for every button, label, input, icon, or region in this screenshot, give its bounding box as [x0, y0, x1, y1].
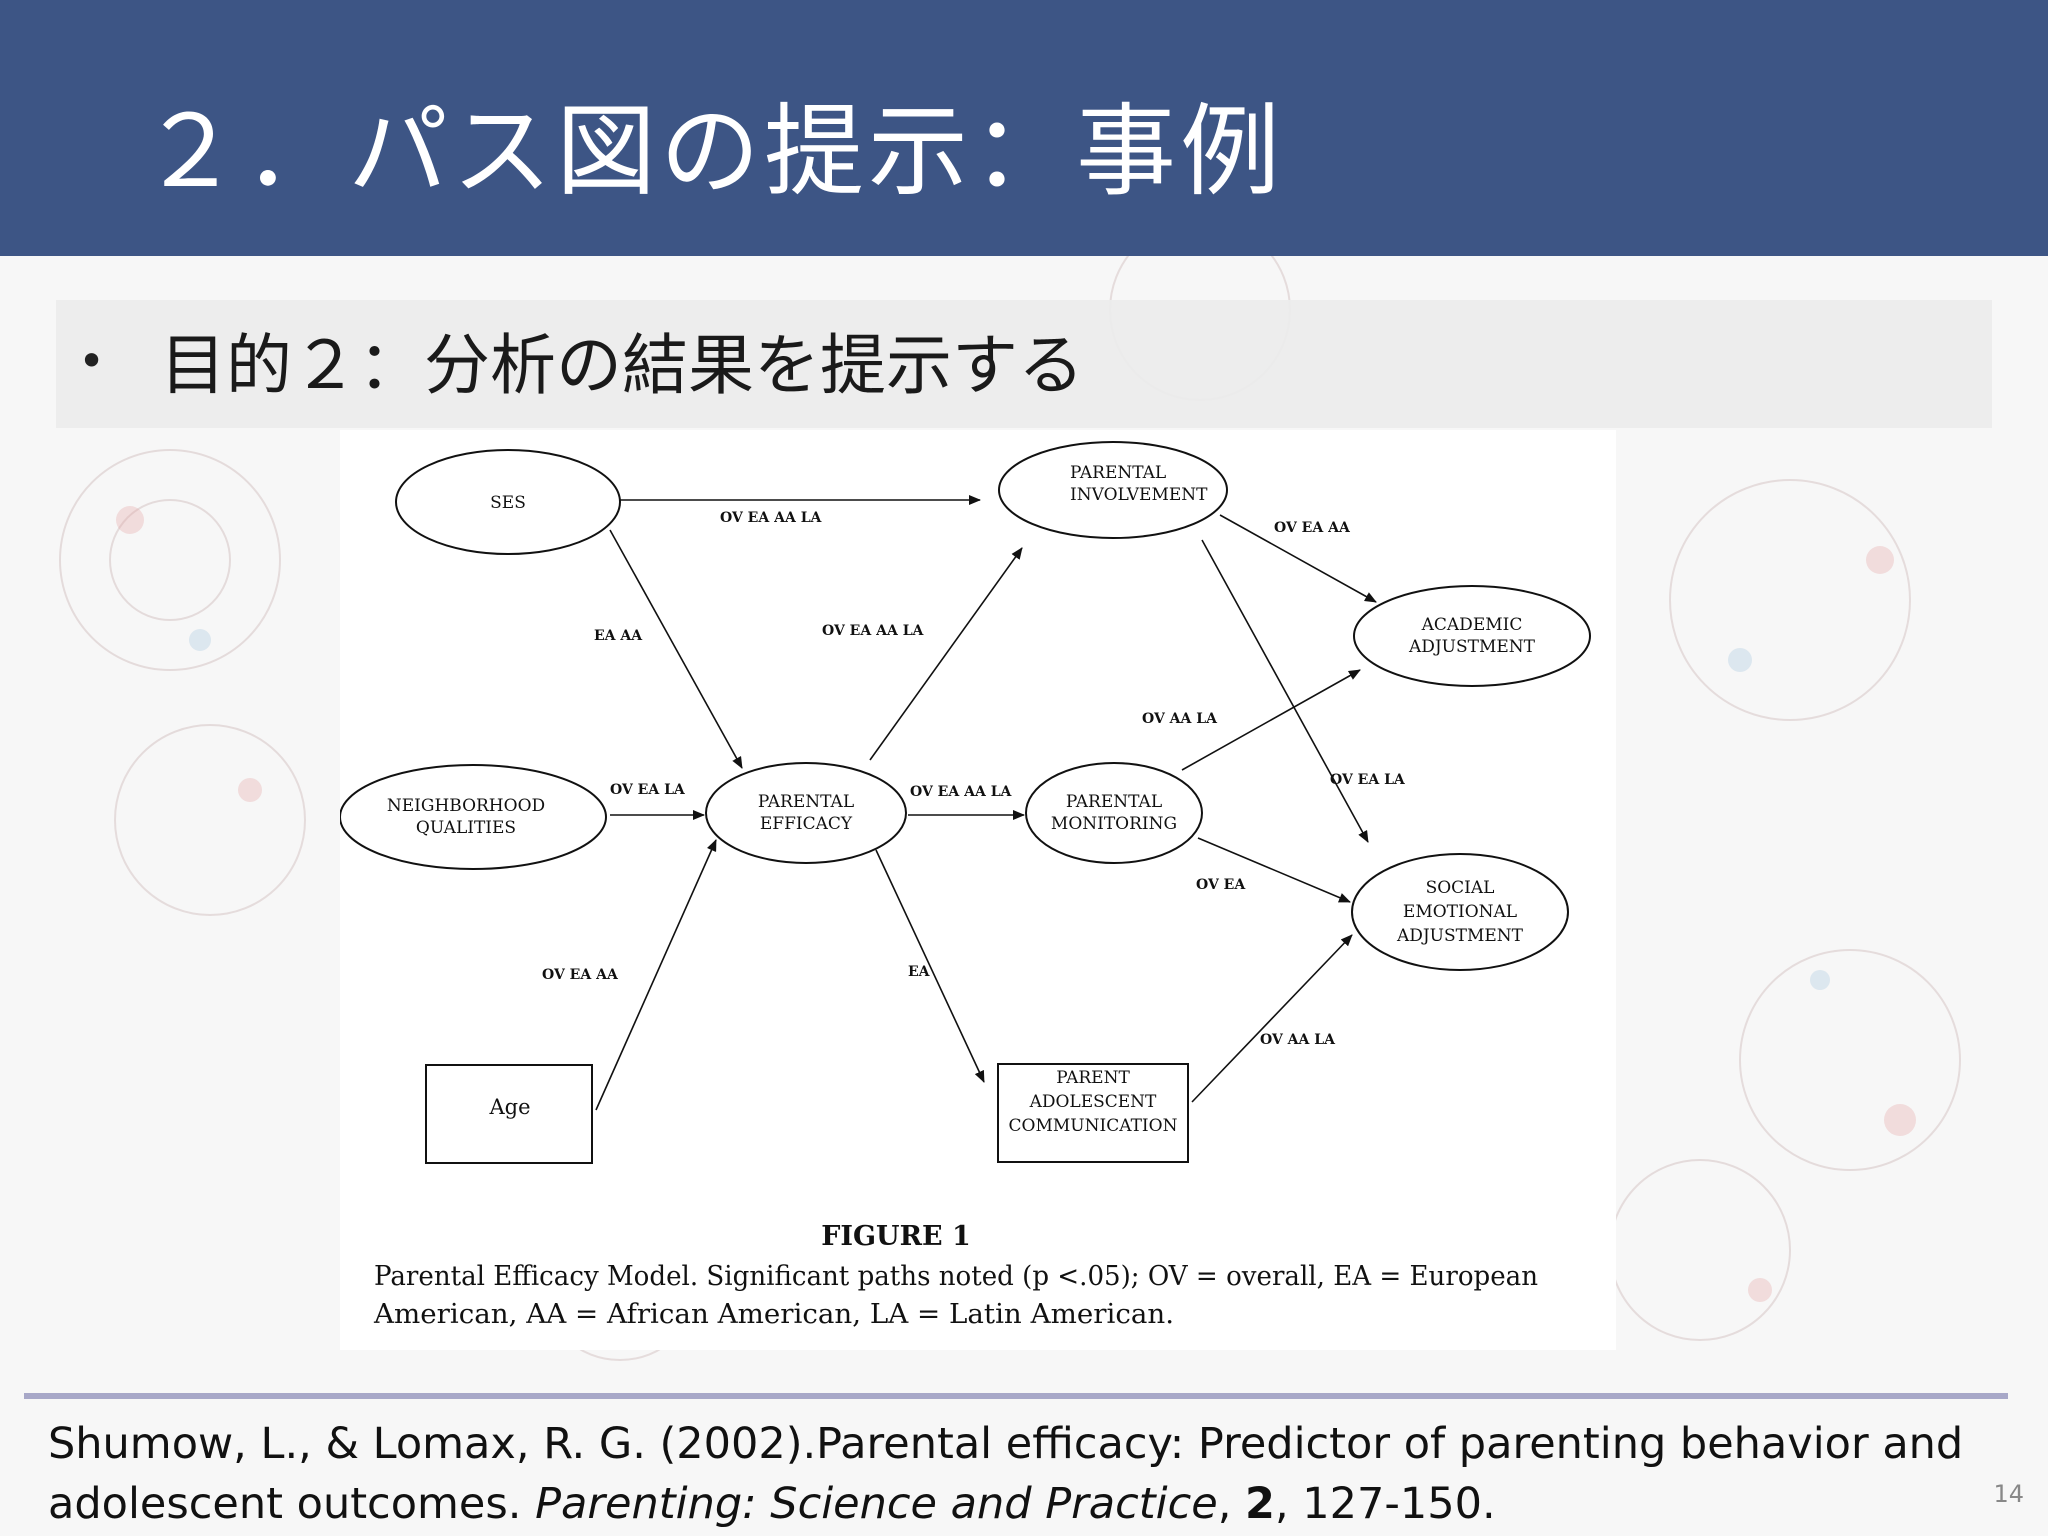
edge-involvement-academic: [1219, 514, 1377, 603]
node-monitoring-label-2: MONITORING: [1051, 814, 1177, 834]
reference-citation: Shumow, L., & Lomax, R. G. (2002).Parent…: [48, 1414, 1964, 1534]
path-label-efficacy-monitoring: OV EA AA LA: [910, 784, 1013, 800]
node-parent-adolescent-communication: [997, 1063, 1189, 1163]
bullet-icon: •: [78, 334, 106, 388]
node-social-emotional-adjustment: [1351, 853, 1569, 971]
path-label-involvement-social: OV EA LA: [1330, 772, 1406, 788]
reference-separator: ,: [1217, 1479, 1246, 1529]
path-label-ses-efficacy: EA AA: [594, 628, 643, 644]
path-label-monitoring-academic: OV AA LA: [1142, 711, 1218, 727]
figure-caption-line-2: American, AA = African American, LA = La…: [373, 1299, 1174, 1330]
edge-communication-social: [1191, 934, 1353, 1103]
reference-divider: [24, 1393, 2008, 1399]
path-label-ses-involvement: OV EA AA LA: [720, 510, 823, 526]
node-parental-monitoring: [1025, 762, 1203, 864]
figure-caption-line-1: Parental Efficacy Model. Significant pat…: [374, 1261, 1538, 1292]
edge-age-efficacy: [595, 839, 717, 1111]
edge-ses-efficacy: [609, 529, 743, 769]
node-involvement-label-2: INVOLVEMENT: [1070, 485, 1208, 505]
node-communication-label-3: COMMUNICATION: [1009, 1116, 1178, 1136]
page-number: 14: [1993, 1480, 2024, 1508]
bullet-box: [56, 300, 1992, 428]
node-communication-label-1: PARENT: [1056, 1068, 1130, 1088]
node-social-label-2: EMOTIONAL: [1403, 902, 1517, 922]
node-parental-efficacy: [705, 762, 907, 864]
node-academic-label-2: ADJUSTMENT: [1408, 637, 1536, 657]
reference-journal: Parenting: Science and Practice: [535, 1479, 1218, 1529]
path-label-communication-social: OV AA LA: [1260, 1032, 1336, 1048]
node-ses: [395, 449, 621, 555]
path-diagram: SES PARENTAL INVOLVEMENT ACADEMIC ADJUST…: [340, 441, 1591, 1330]
reference-line-1: Shumow, L., & Lomax, R. G. (2002).Parent…: [48, 1419, 1964, 1469]
node-monitoring-label-1: PARENTAL: [1066, 792, 1162, 812]
bullet-text: 目的２：分析の結果を提示する: [160, 327, 1084, 404]
edge-efficacy-involvement: [869, 547, 1023, 761]
node-neighborhood-qualities: [340, 764, 607, 870]
slide-title: ２．パス図の提示：事例: [140, 93, 1284, 210]
edge-monitoring-social: [1197, 837, 1351, 903]
reference-authors-tail: adolescent outcomes.: [48, 1479, 536, 1529]
path-label-efficacy-communication: EA: [908, 964, 931, 980]
node-neighborhood-label-2: QUALITIES: [416, 818, 516, 838]
title-bar: ２．パス図の提示：事例: [0, 0, 2048, 256]
edge-efficacy-communication: [875, 849, 985, 1083]
figure-caption-title: FIGURE 1: [821, 1221, 971, 1252]
path-label-age-efficacy: OV EA AA: [542, 967, 619, 983]
node-social-label-1: SOCIAL: [1426, 878, 1495, 898]
path-diagram-figure: SES PARENTAL INVOLVEMENT ACADEMIC ADJUST…: [340, 430, 1616, 1350]
node-academic-adjustment: [1353, 585, 1591, 687]
node-neighborhood-label-1: NEIGHBORHOOD: [387, 796, 545, 816]
node-age-label: Age: [488, 1095, 530, 1119]
edge-involvement-social: [1201, 539, 1369, 843]
node-social-label-3: ADJUSTMENT: [1396, 926, 1524, 946]
path-label-efficacy-involvement: OV EA AA LA: [822, 623, 925, 639]
node-ses-label: SES: [490, 493, 526, 513]
node-involvement-label-1: PARENTAL: [1070, 463, 1166, 483]
reference-line-2: adolescent outcomes. Parenting: Science …: [48, 1474, 1948, 1534]
node-parental-involvement: [998, 441, 1228, 539]
reference-pages: , 127-150.: [1274, 1479, 1496, 1529]
reference-volume: 2: [1245, 1479, 1275, 1529]
edge-monitoring-academic: [1181, 669, 1361, 771]
path-label-monitoring-social: OV EA: [1196, 877, 1246, 893]
node-age: [425, 1064, 593, 1164]
path-label-involvement-academic: OV EA AA: [1274, 520, 1351, 536]
node-efficacy-label-1: PARENTAL: [758, 792, 854, 812]
node-communication-label-2: ADOLESCENT: [1029, 1092, 1157, 1112]
node-efficacy-label-2: EFFICACY: [760, 814, 853, 834]
path-label-neighborhood-efficacy: OV EA LA: [610, 782, 686, 798]
node-academic-label-1: ACADEMIC: [1421, 615, 1523, 635]
